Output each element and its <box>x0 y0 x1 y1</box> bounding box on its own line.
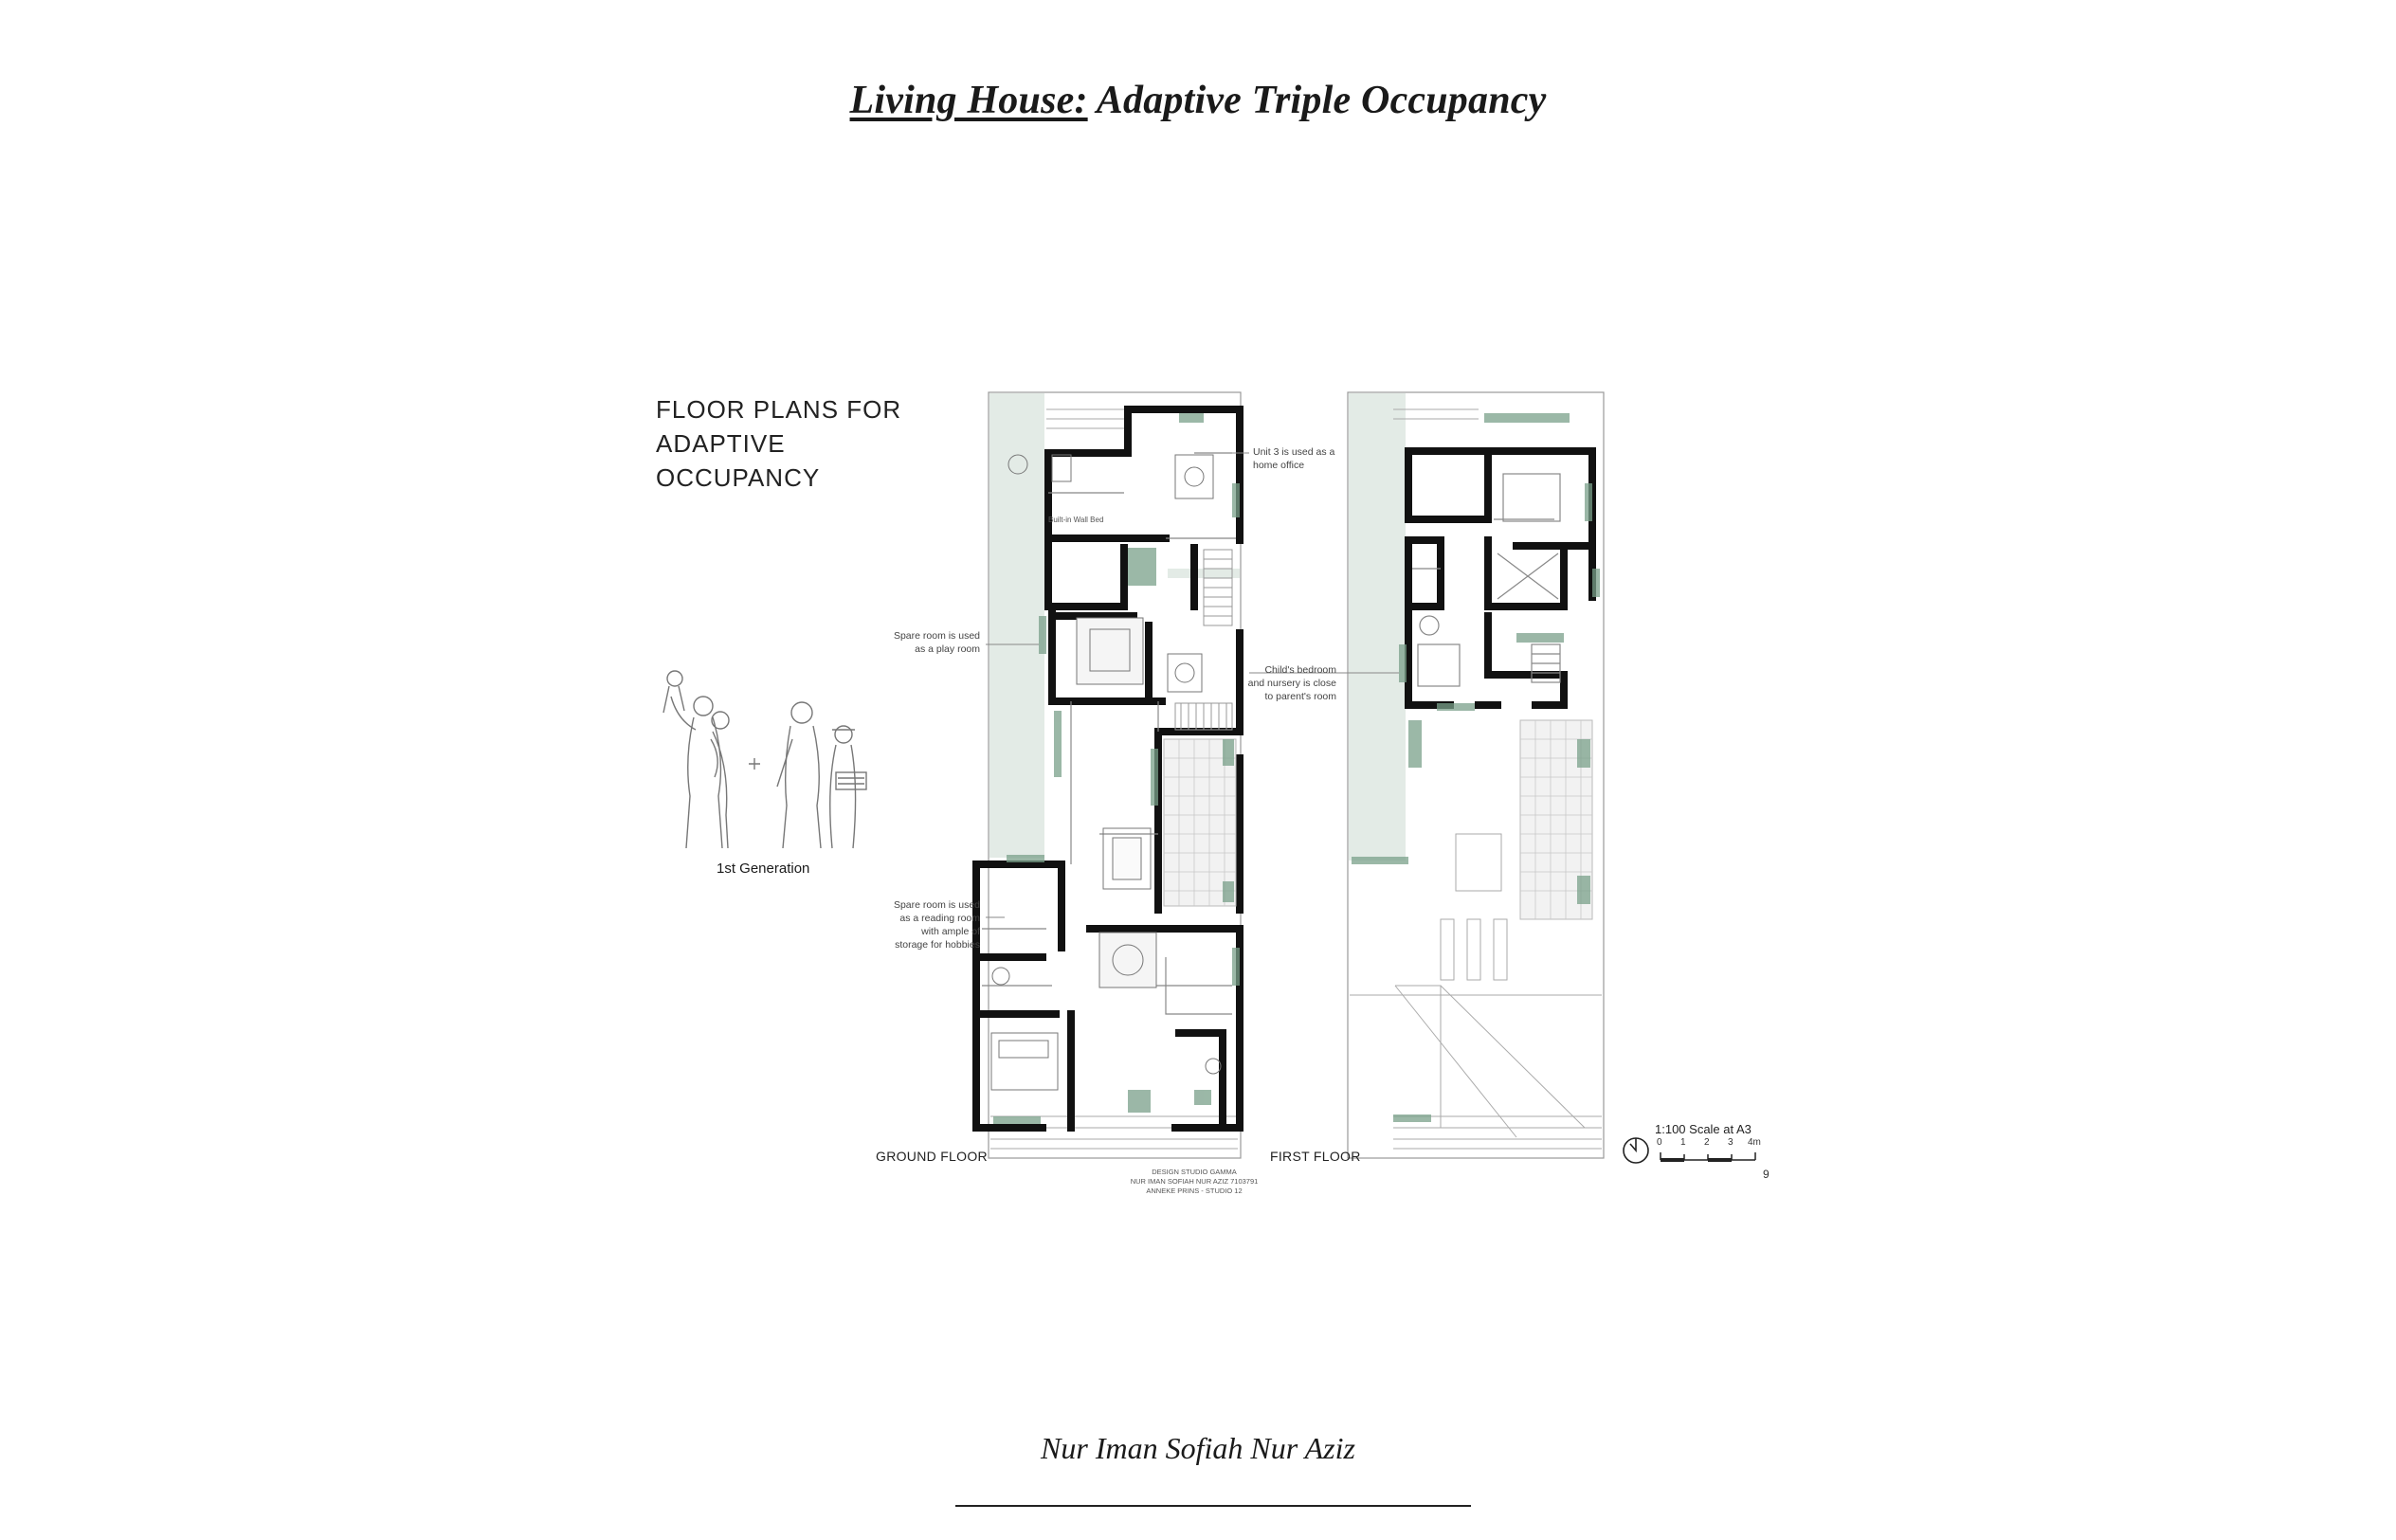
label-first-floor: FIRST FLOOR <box>1270 1149 1361 1164</box>
north-arrow-icon <box>1623 1137 1649 1164</box>
page-number: 9 <box>1763 1168 1770 1181</box>
heading-line-1: FLOOR PLANS FOR <box>656 395 902 424</box>
heading-line-3: OCCUPANCY <box>656 463 821 492</box>
scale-tick-2: 2 <box>1704 1137 1710 1148</box>
note-unit3-home-office: Unit 3 is used as a home office <box>1253 446 1335 471</box>
scale-label: 1:100 Scale at A3 <box>1655 1122 1752 1136</box>
heading-line-2: ADAPTIVE <box>656 429 786 458</box>
scale-tick-0: 0 <box>1657 1137 1662 1148</box>
ground-floor-plan <box>972 391 1243 1159</box>
author-rule <box>955 1505 1471 1507</box>
scale-tick-1: 1 <box>1680 1137 1686 1148</box>
scale-tick-4m: 4m <box>1748 1137 1761 1148</box>
first-floor-plan <box>1347 391 1605 1159</box>
credits-block: DESIGN STUDIO GAMMA NUR IMAN SOFIAH NUR … <box>1130 1168 1259 1195</box>
note-built-in-bed: Built-in Wall Bed <box>1048 516 1104 524</box>
page-title-rest: Adaptive Triple Occupancy <box>1087 79 1547 122</box>
annotation-leaders <box>986 452 1399 918</box>
occupants-caption: 1st Generation <box>717 861 810 877</box>
page-title: Living House: Adaptive Triple Occupancy <box>0 78 2396 123</box>
scale-tick-3: 3 <box>1728 1137 1733 1148</box>
page-title-underlined: Living House: <box>849 79 1088 122</box>
note-play-room: Spare room is used as a play room <box>893 630 980 655</box>
family-illustration <box>663 670 867 849</box>
label-ground-floor: GROUND FLOOR <box>876 1149 988 1164</box>
author-name: Nur Iman Sofiah Nur Aziz <box>1041 1431 1355 1465</box>
note-child-bedroom: Child's bedroom and nursery is close to … <box>1247 664 1336 702</box>
scale-bar <box>1660 1152 1756 1162</box>
section-heading: FLOOR PLANS FOR ADAPTIVE OCCUPANCY <box>656 392 901 495</box>
note-reading-room: Spare room is used as a reading room wit… <box>893 899 980 951</box>
